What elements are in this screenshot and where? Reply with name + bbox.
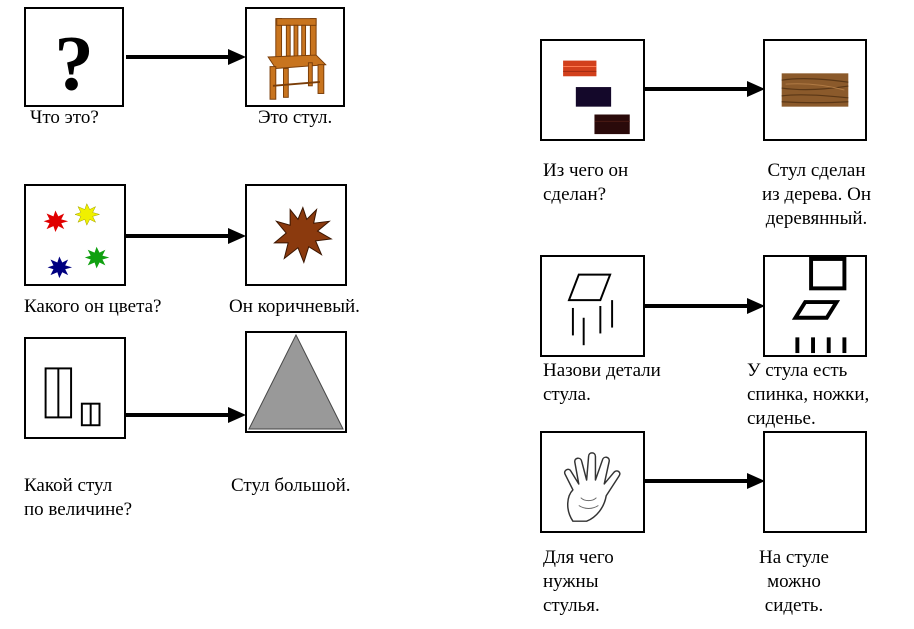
- answer-box-parts: [763, 255, 867, 357]
- big-triangle-icon: [248, 333, 344, 430]
- answer-what: Это стул.: [258, 107, 333, 128]
- question-box-purpose: [540, 431, 645, 533]
- brown-star-icon: [273, 206, 333, 264]
- chair-parts-scattered-icon: [567, 273, 614, 346]
- question-box-what: ?: [24, 7, 124, 107]
- question-box-parts: [540, 255, 645, 357]
- color-stars-icon: [43, 203, 110, 279]
- answer-color: Он коричневый.: [229, 296, 360, 317]
- question-parts: Назови детали стула.: [543, 360, 661, 405]
- question-what: Что это?: [30, 107, 99, 128]
- size-rectangles-icon: [44, 367, 101, 427]
- question-box-material: [540, 39, 645, 141]
- answer-box-purpose: [763, 431, 867, 533]
- answer-material: Стул сделан из дерева. Он деревянный.: [762, 160, 871, 229]
- chair-icon: [267, 18, 327, 100]
- question-material: Из чего он сделан?: [543, 160, 629, 205]
- answer-parts: У стула есть спинка, ножки, сиденье.: [747, 360, 870, 429]
- arrow-parts: [645, 296, 765, 316]
- question-box-size: [24, 337, 126, 439]
- answer-box-material: [763, 39, 867, 141]
- arrow-what: [126, 47, 246, 67]
- arrow-color: [126, 226, 246, 246]
- answer-box-color: [245, 184, 347, 286]
- hand-icon: [563, 452, 621, 522]
- question-box-color: [24, 184, 126, 286]
- wood-plank-icon: [781, 73, 849, 107]
- arrow-size: [126, 405, 246, 425]
- svg-text:?: ?: [54, 21, 93, 105]
- answer-box-what: [245, 7, 345, 107]
- question-purpose: Для чего нужны стулья.: [543, 547, 614, 616]
- answer-size: Стул большой.: [231, 475, 351, 496]
- arrow-purpose: [645, 471, 765, 491]
- chair-parts-assembled-icon: [791, 257, 847, 354]
- question-color: Какого он цвета?: [24, 296, 162, 317]
- answer-box-size: [245, 331, 347, 433]
- arrow-material: [645, 79, 765, 99]
- question-size: Какой стул по величине?: [24, 475, 133, 520]
- answer-purpose: На стуле можно сидеть.: [759, 547, 829, 616]
- material-swatches-icon: [563, 60, 630, 135]
- question-mark-icon: ?: [54, 21, 93, 105]
